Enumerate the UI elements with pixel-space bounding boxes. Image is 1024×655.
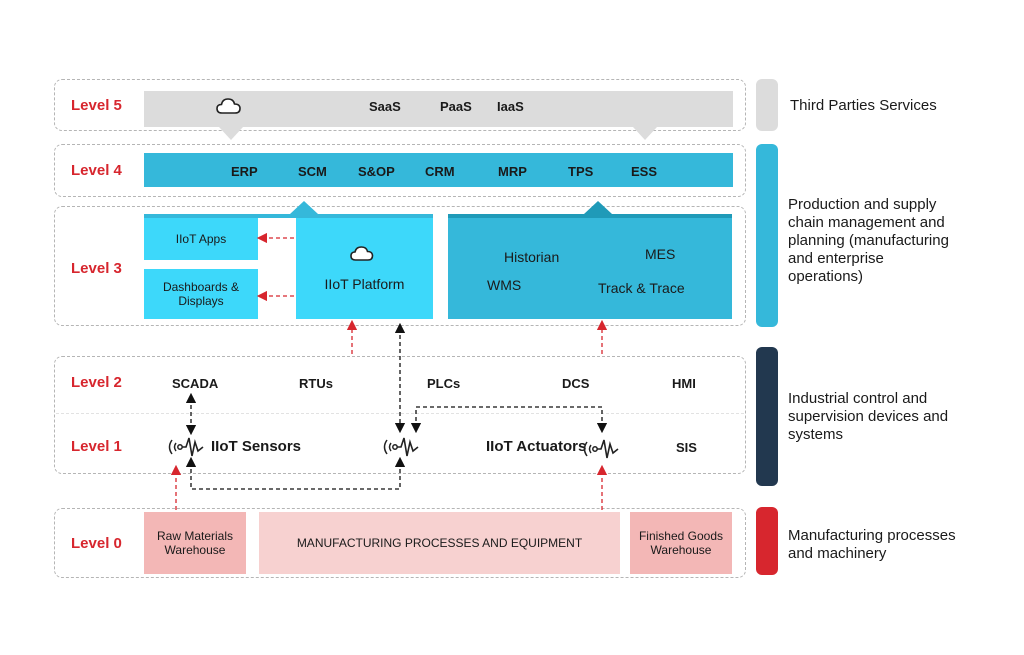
third-party-bar xyxy=(756,79,778,131)
level-5-row xyxy=(54,79,746,131)
enterprise-bar xyxy=(144,153,733,187)
cloud-pointer-right xyxy=(633,127,657,140)
manufacturing-label: Manufacturing processes and machinery xyxy=(788,527,956,562)
finished-goods-box: Finished Goods Warehouse xyxy=(630,512,732,574)
platform-cloud-icon xyxy=(349,243,377,268)
control-to-actuator-arrow xyxy=(410,406,608,434)
dashboards-box: Dashboards & Displays xyxy=(144,269,258,319)
cloud-icon xyxy=(215,95,245,122)
iiot-platform-label: IIoT Platform xyxy=(324,276,405,292)
saas-label: SaaS xyxy=(369,99,401,114)
actuator-wave-icon xyxy=(580,436,620,467)
dcs-label: DCS xyxy=(562,376,590,391)
actuators-label: IIoT Actuators xyxy=(486,438,587,455)
level-1-label: Level 1 xyxy=(71,438,122,455)
sensors-label: IIoT Sensors xyxy=(211,438,302,455)
level-3-label: Level 3 xyxy=(71,260,122,277)
hmi-label: HMI xyxy=(672,376,696,391)
mes-group-strip xyxy=(448,214,732,218)
production-label: Production and supply chain management a… xyxy=(788,196,949,285)
sensor-wave-icon xyxy=(165,434,205,465)
industrial-bar xyxy=(756,347,778,486)
sensor-to-platform-loop xyxy=(185,456,406,490)
manufacturing-bar xyxy=(756,507,778,575)
level-4-label: Level 4 xyxy=(71,162,122,179)
iiot-platform-box xyxy=(296,218,433,319)
production-bar xyxy=(756,144,778,327)
cloud-pointer-left xyxy=(219,127,243,140)
track-trace-label: Track & Trace xyxy=(598,280,685,296)
scm-label: SCM xyxy=(298,164,327,179)
dashboards-label: Dashboards & Displays xyxy=(162,280,240,308)
crm-label: CRM xyxy=(425,164,455,179)
level-5-label: Level 5 xyxy=(71,97,122,114)
erp-label: ERP xyxy=(231,164,258,179)
level-2-label: Level 2 xyxy=(71,374,122,391)
finished-goods-label: Finished Goods Warehouse xyxy=(638,529,724,557)
industrial-label: Industrial control and supervision devic… xyxy=(788,390,949,443)
raw-materials-label: Raw Materials Warehouse xyxy=(156,529,234,557)
mes-group-box xyxy=(448,218,732,319)
level-4-row xyxy=(54,144,746,197)
level-0-label: Level 0 xyxy=(71,535,122,552)
processes-label: MANUFACTURING PROCESSES AND EQUIPMENT xyxy=(296,536,583,550)
third-party-label: Third Parties Services xyxy=(790,97,937,114)
sop-label: S&OP xyxy=(358,164,395,179)
sis-label: SIS xyxy=(676,440,697,455)
scada-label: SCADA xyxy=(172,376,219,391)
plcs-label: PLCs xyxy=(427,376,461,391)
paas-label: PaaS xyxy=(440,99,472,114)
iaas-label: IaaS xyxy=(497,99,524,114)
level3-left-strip xyxy=(144,214,433,218)
mes-label: MES xyxy=(645,246,676,262)
ess-label: ESS xyxy=(631,164,658,179)
rtus-label: RTUs xyxy=(299,376,333,391)
processes-box: MANUFACTURING PROCESSES AND EQUIPMENT xyxy=(259,512,620,574)
platform-pointer xyxy=(290,201,318,214)
tps-label: TPS xyxy=(568,164,594,179)
raw-materials-box: Raw Materials Warehouse xyxy=(144,512,246,574)
iiot-apps-label: IIoT Apps xyxy=(175,232,227,246)
mrp-label: MRP xyxy=(498,164,527,179)
platform-wave-icon xyxy=(380,434,420,465)
mes-pointer xyxy=(584,201,612,214)
level-0-row xyxy=(54,508,746,578)
wms-label: WMS xyxy=(487,277,522,293)
cloud-services-bar xyxy=(144,91,733,127)
iiot-apps-box: IIoT Apps xyxy=(144,218,258,260)
historian-label: Historian xyxy=(504,249,560,265)
